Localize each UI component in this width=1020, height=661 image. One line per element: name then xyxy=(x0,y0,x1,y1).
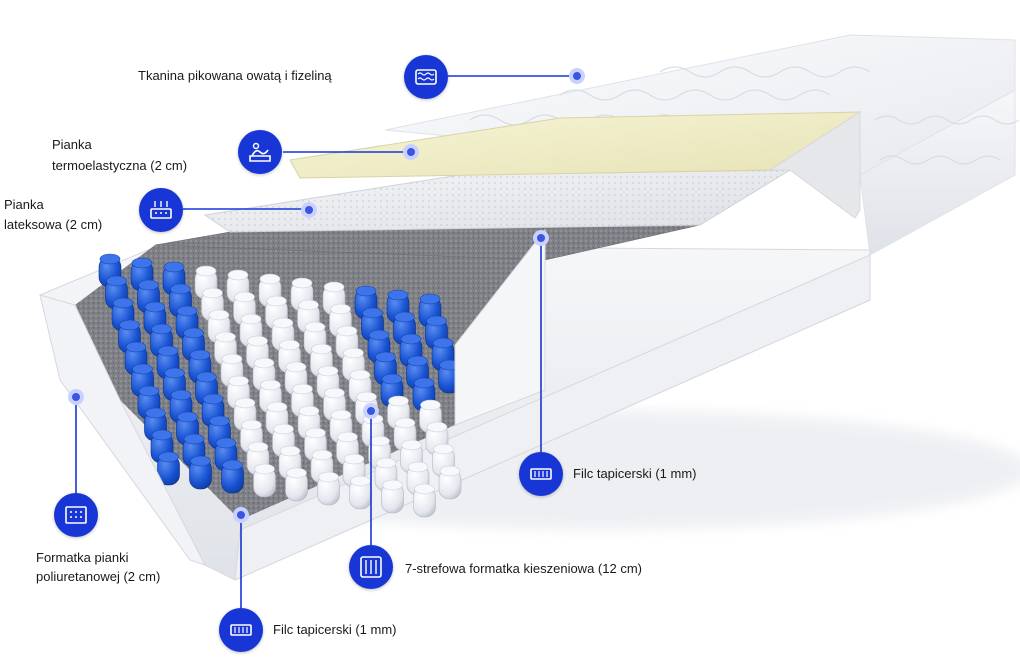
felt-icon-lower xyxy=(219,608,263,652)
marker-memory-foam xyxy=(403,144,419,160)
latex-foam-icon xyxy=(139,188,183,232)
memory-foam-icon xyxy=(238,130,282,174)
label-pu-frame-line2: poliuretanowej (2 cm) xyxy=(36,569,161,584)
marker-latex-foam xyxy=(301,202,317,218)
marker-top-fabric xyxy=(569,68,585,84)
label-memory-foam-line2: termoelastyczna (2 cm) xyxy=(52,158,188,173)
white-pocket-spring xyxy=(438,465,462,500)
pocket-springs-group xyxy=(98,253,462,518)
white-pocket-spring xyxy=(349,475,372,510)
white-pocket-spring xyxy=(246,441,270,476)
marker-felt-lower xyxy=(233,507,249,523)
marker-dots xyxy=(68,68,585,523)
label-pocket-springs: 7-strefowa formatka kieszeniowa (12 cm) xyxy=(405,561,642,576)
label-latex-foam-line2: lateksowa (2 cm) xyxy=(4,217,103,232)
blue-pocket-spring xyxy=(221,459,244,494)
white-pocket-spring xyxy=(253,463,276,498)
foam-frame-inner-wall xyxy=(454,228,546,426)
label-memory-foam-line1: Pianka xyxy=(52,137,92,152)
label-latex-foam-line1: Pianka xyxy=(4,197,44,212)
label-felt-upper: Filc tapicerski (1 mm) xyxy=(573,466,697,481)
white-pocket-spring xyxy=(413,483,436,518)
latex-foam-perforation xyxy=(205,170,790,232)
marker-pu-frame xyxy=(68,389,84,405)
leader-lines xyxy=(75,75,575,608)
label-top-fabric: Tkanina pikowana owatą i fizeliną xyxy=(138,68,332,83)
pocket-springs-icon xyxy=(349,545,393,589)
label-pu-frame-line1: Formatka pianki xyxy=(36,550,129,565)
white-pocket-spring xyxy=(317,471,340,506)
memory-foam-side xyxy=(768,111,861,219)
marker-felt-upper xyxy=(533,230,549,246)
white-pocket-spring xyxy=(285,467,308,502)
blue-pocket-spring xyxy=(157,451,180,486)
marker-pocket-springs xyxy=(363,403,379,419)
foam-frame-left-wall xyxy=(39,294,207,566)
quilted-side-right xyxy=(859,89,1016,256)
foam-frame-icon xyxy=(54,493,98,537)
white-pocket-spring xyxy=(381,479,404,514)
label-felt-lower: Filc tapicerski (1 mm) xyxy=(273,622,397,637)
blue-pocket-spring xyxy=(189,455,212,490)
felt-icon-upper xyxy=(519,452,563,496)
quilted-fabric-icon xyxy=(404,55,448,99)
